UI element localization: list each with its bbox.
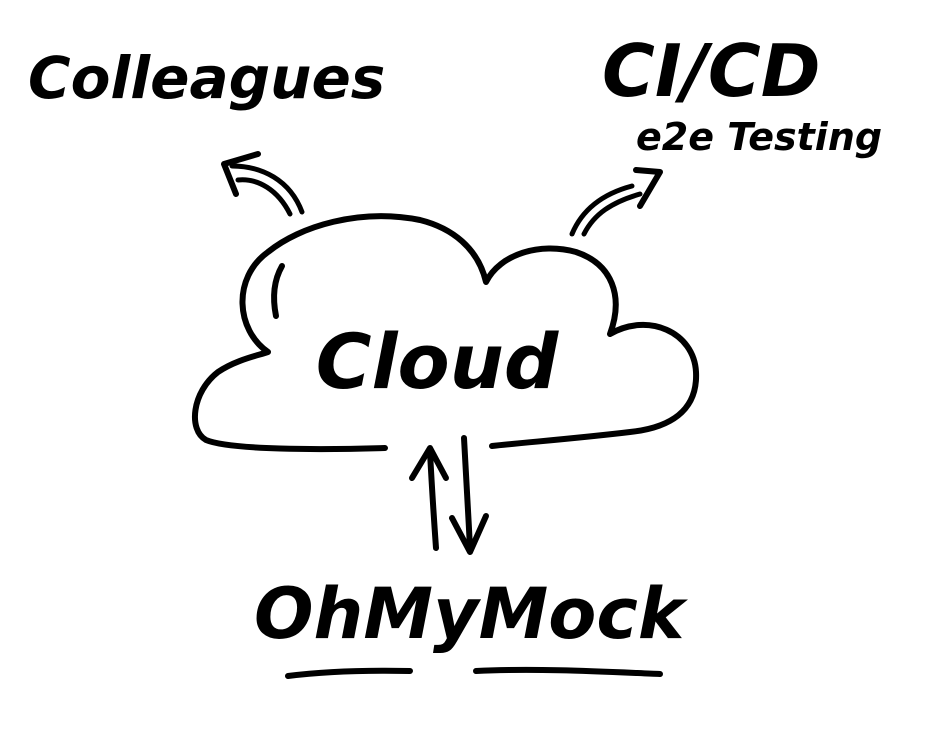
up-arrow-head [409,445,449,481]
ohmymock-node: OhMyMock [254,573,689,679]
cloud-outline [191,213,700,453]
arrow-cloud-to-colleagues [221,151,305,217]
ohmymock-label: OhMyMock [254,573,689,655]
arrow-head [633,167,663,209]
arrow-shaft [229,163,305,215]
arrow-shaft [581,191,643,237]
arrow-shaft [235,177,293,217]
ohmymock-underline-left [285,667,413,679]
colleagues-node: Colleagues [28,44,385,112]
arrow-shaft [569,183,635,237]
arrow-head [221,151,261,197]
colleagues-label: Colleagues [28,44,385,112]
cloud-label: Cloud [316,317,560,406]
cloud-node: Cloud [191,213,700,453]
cloud-inner-stroke [271,263,285,319]
cicd-sublabel: e2e Testing [636,115,882,159]
up-arrow-shaft [427,449,439,551]
cicd-node: CI/CD e2e Testing [602,29,882,159]
arrow-cloud-to-cicd [569,167,663,237]
down-arrow-head [449,513,489,555]
ohmymock-underline-right [473,666,663,677]
arrows-cloud-ohmymock [409,435,489,555]
down-arrow-shaft [461,435,473,551]
cicd-label: CI/CD [602,29,821,113]
